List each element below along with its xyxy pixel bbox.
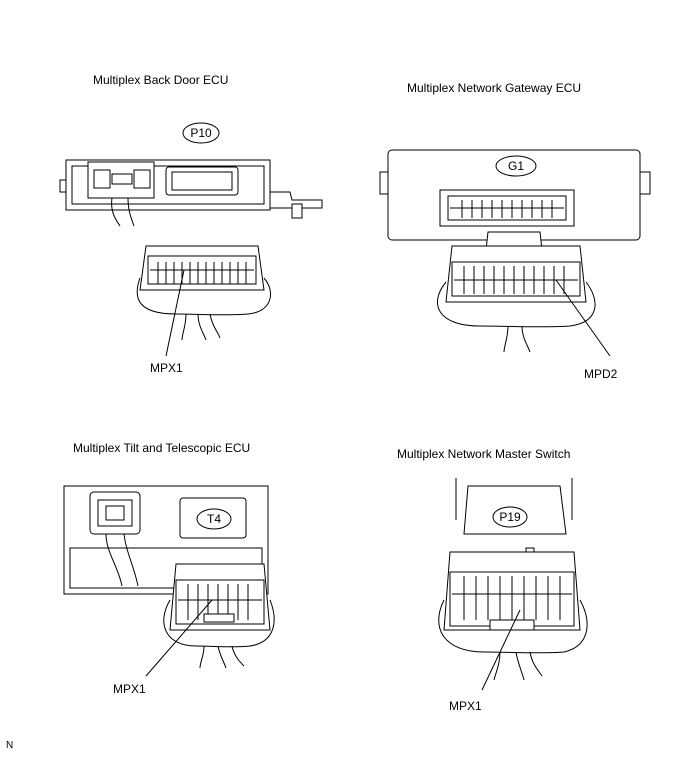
tilt-code-oval xyxy=(196,508,232,530)
back-door-code-oval xyxy=(182,122,220,144)
footer-note: N xyxy=(6,740,14,751)
back-door-wire-label: MPX1 xyxy=(150,361,183,375)
master-switch-drawing: P19 xyxy=(438,478,588,691)
gateway-wire-label: MPD2 xyxy=(584,367,618,381)
gateway-ecu-drawing: G1 xyxy=(379,149,651,357)
tilt-code-text: T4 xyxy=(207,512,221,526)
gateway-harness-connector xyxy=(445,245,587,303)
back-door-harness-connector xyxy=(139,245,265,291)
gateway-code-text: G1 xyxy=(508,159,524,173)
tilt-ecu-drawing: T4 xyxy=(63,485,275,677)
back-door-ecu-drawing: P10 xyxy=(59,122,323,357)
master-switch-code-oval xyxy=(492,506,528,528)
master-switch-title: Multiplex Network Master Switch xyxy=(397,447,571,461)
tilt-ecu-title: Multiplex Tilt and Telescopic ECU xyxy=(73,441,251,455)
master-switch-wire-label: MPX1 xyxy=(449,699,482,713)
tilt-wire-label: MPX1 xyxy=(113,682,146,696)
back-door-ecu-socket xyxy=(87,161,155,199)
gateway-ecu-title: Multiplex Network Gateway ECU xyxy=(407,81,582,95)
gateway-code-oval xyxy=(495,155,537,177)
back-door-code-text: P10 xyxy=(190,126,212,140)
back-door-ecu-title: Multiplex Back Door ECU xyxy=(93,73,229,87)
master-switch-code-text: P19 xyxy=(499,510,521,524)
